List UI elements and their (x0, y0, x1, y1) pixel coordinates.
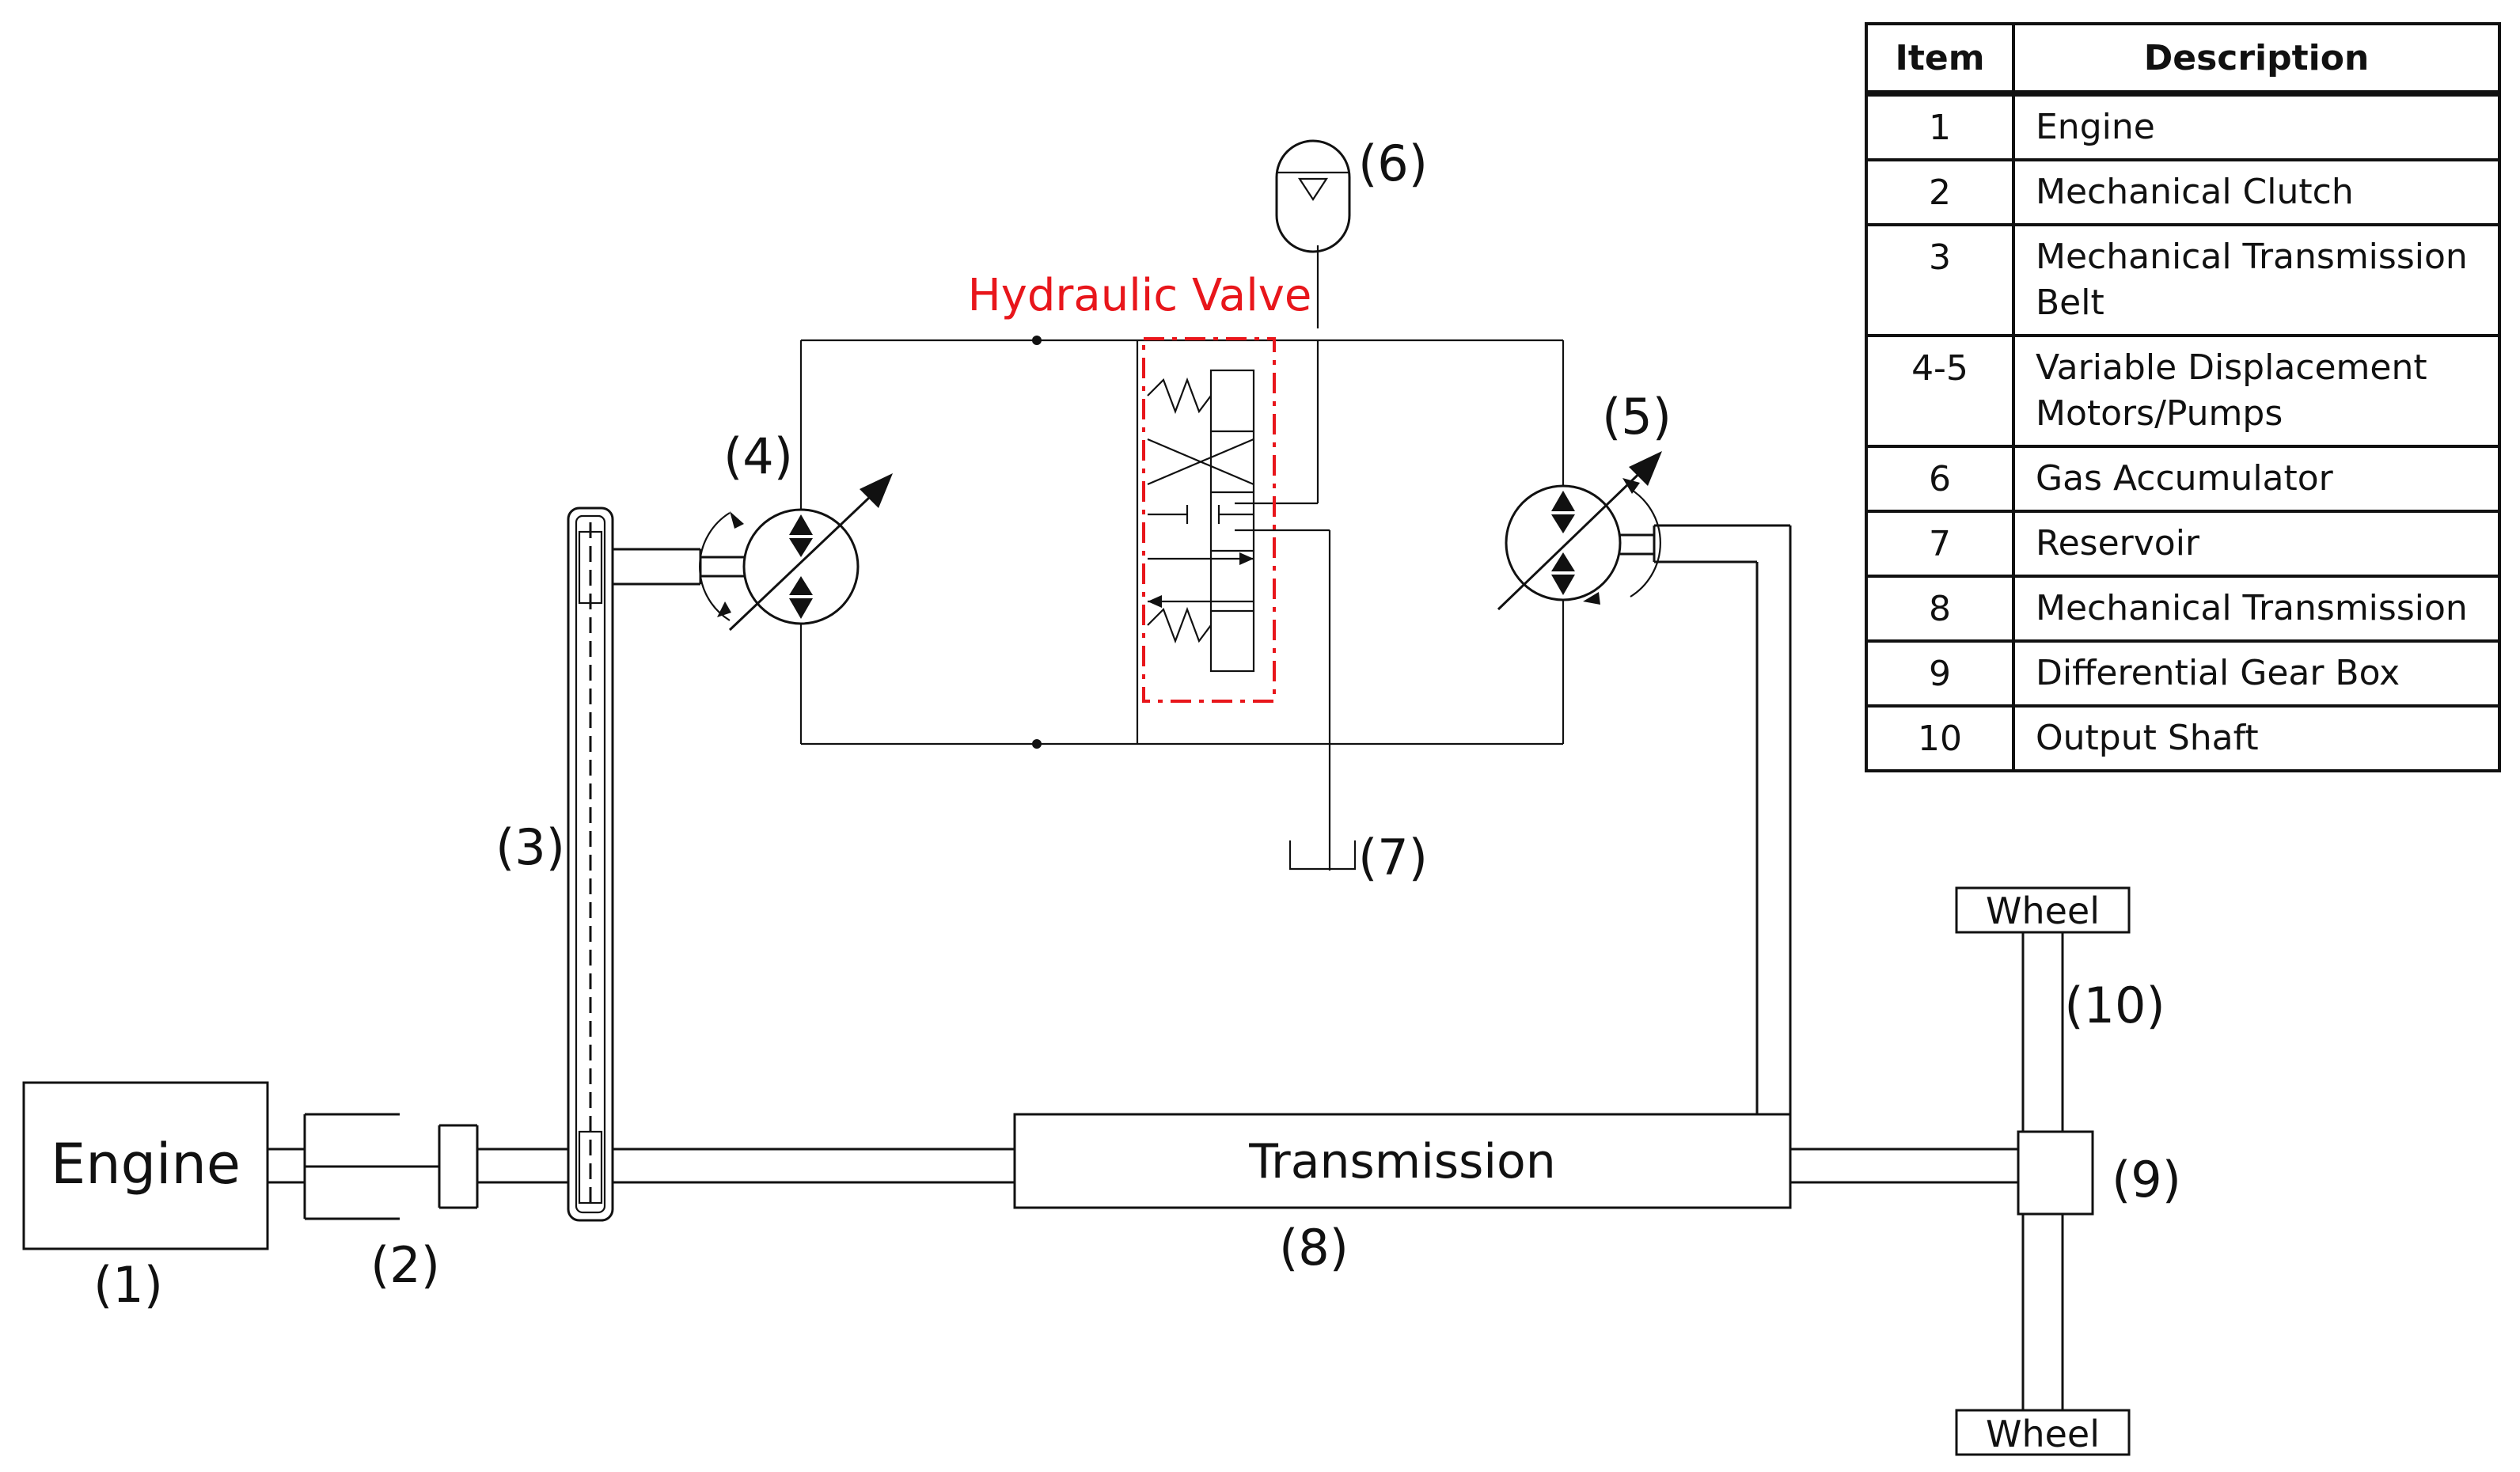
legend-item: 4-5 (1865, 334, 2015, 448)
legend-item: 8 (1865, 575, 2015, 643)
pump4-shaft (613, 548, 744, 586)
label-1: (1) (93, 1256, 163, 1314)
transmission: Transmission (1013, 1113, 1792, 1209)
wheel-bottom: Wheel (1955, 1409, 2131, 1456)
legend-row: 3 Mechanical Transmission Belt (1865, 223, 2501, 337)
engine: Engine (22, 1081, 269, 1250)
hydraulic-valve-label: Hydraulic Valve (968, 270, 1312, 321)
legend-header-item: Item (1865, 22, 2015, 95)
legend-description: Variable Displacement Motors/Pumps (2012, 334, 2501, 448)
label-3: (3) (495, 818, 565, 876)
legend-item: 1 (1865, 92, 2015, 161)
engine-shaft (268, 1148, 305, 1184)
legend-item: 3 (1865, 223, 2015, 337)
wheel-bottom-label: Wheel (1986, 1413, 2100, 1455)
legend-row: 9 Differential Gear Box (1865, 639, 2501, 708)
legend-row: 10 Output Shaft (1865, 704, 2501, 772)
hydraulic-lines (799, 245, 1565, 871)
legend-description: Output Shaft (2012, 704, 2501, 772)
transmission-label: Transmission (1248, 1134, 1556, 1189)
legend-description: Engine (2012, 92, 2501, 161)
legend-description: Mechanical Clutch (2012, 158, 2501, 226)
legend-description: Mechanical Transmission (2012, 575, 2501, 643)
reservoir (1288, 840, 1357, 871)
legend-item: 7 (1865, 510, 2015, 578)
legend-item: 10 (1865, 704, 2015, 772)
legend-item: 9 (1865, 639, 2015, 708)
legend-description: Differential Gear Box (2012, 639, 2501, 708)
gas-accumulator (1275, 139, 1351, 253)
legend-row: 1 Engine (1865, 92, 2501, 161)
label-5: (5) (1602, 388, 1672, 446)
legend-table: Item Description 1 Engine 2 Mechanical C… (1865, 22, 2501, 772)
label-8: (8) (1279, 1219, 1349, 1277)
clutch-shaft (477, 1148, 568, 1184)
legend-row: 8 Mechanical Transmission (1865, 575, 2501, 643)
output-shaft (2021, 932, 2064, 1410)
legend-item: 6 (1865, 445, 2015, 513)
legend-row: 2 Mechanical Clutch (1865, 158, 2501, 226)
legend-description: Mechanical Transmission Belt (2012, 223, 2501, 337)
label-10: (10) (2064, 977, 2165, 1034)
output-shaft-to-diff (1790, 1148, 2018, 1184)
legend-description: Gas Accumulator (2012, 445, 2501, 513)
label-7: (7) (1358, 829, 1428, 886)
engine-label: Engine (51, 1132, 241, 1197)
wheel-top-label: Wheel (1986, 890, 2100, 932)
legend-row: 6 Gas Accumulator (1865, 445, 2501, 513)
legend-header-row: Item Description (1865, 22, 2501, 95)
legend-item: 2 (1865, 158, 2015, 226)
mechanical-clutch (303, 1113, 479, 1220)
legend-header-description: Description (2012, 22, 2501, 95)
variable-pump-4 (699, 473, 893, 632)
pump5-shaft (1620, 524, 1792, 1114)
directional-valve (1142, 337, 1276, 703)
label-6: (6) (1358, 135, 1428, 192)
differential-gear-box (2017, 1130, 2094, 1216)
label-9: (9) (2112, 1151, 2181, 1208)
label-4: (4) (723, 427, 793, 485)
transmission-belt (567, 506, 614, 1222)
legend-description: Reservoir (2012, 510, 2501, 578)
belt-to-transmission-shaft (613, 1148, 1015, 1184)
variable-pump-5 (1497, 451, 1662, 611)
legend-row: 7 Reservoir (1865, 510, 2501, 578)
legend-row: 4-5 Variable Displacement Motors/Pumps (1865, 334, 2501, 448)
legend-table-container: Item Description 1 Engine 2 Mechanical C… (1865, 22, 2501, 772)
wheel-top: Wheel (1955, 886, 2131, 934)
label-2: (2) (370, 1236, 440, 1294)
